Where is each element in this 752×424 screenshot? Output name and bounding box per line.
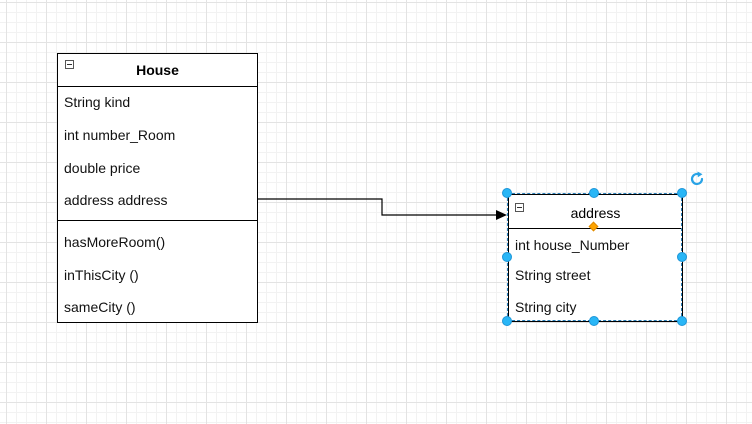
address-class-title: address xyxy=(570,205,621,221)
connector-arrowhead xyxy=(496,210,507,220)
resize-handle-bottom-left[interactable] xyxy=(502,316,512,326)
house-class[interactable]: House String kind int number_Room double… xyxy=(57,53,258,323)
connector-line[interactable] xyxy=(258,198,498,216)
house-attribute-kind[interactable]: String kind xyxy=(64,94,131,110)
collapse-icon[interactable] xyxy=(515,203,524,212)
resize-handle-top-left[interactable] xyxy=(502,188,512,198)
house-attribute-number-room[interactable]: int number_Room xyxy=(64,127,176,143)
house-attribute-address[interactable]: address address xyxy=(64,192,168,208)
address-attribute-city[interactable]: String city xyxy=(515,299,577,315)
house-method-in-this-city[interactable]: inThisCity () xyxy=(64,267,139,283)
house-class-header[interactable]: House xyxy=(58,54,257,87)
resize-handle-bottom-right[interactable] xyxy=(677,316,687,326)
resize-handle-top[interactable] xyxy=(589,188,599,198)
address-class[interactable]: address int house_Number String street S… xyxy=(508,194,683,322)
address-attribute-house-number[interactable]: int house_Number xyxy=(515,237,630,253)
resize-handle-bottom[interactable] xyxy=(589,316,599,326)
collapse-icon[interactable] xyxy=(65,60,74,69)
rotate-icon[interactable] xyxy=(689,171,705,187)
address-attribute-street[interactable]: String street xyxy=(515,267,591,283)
resize-handle-left[interactable] xyxy=(502,252,512,262)
house-attribute-price[interactable]: double price xyxy=(64,160,141,176)
house-method-same-city[interactable]: sameCity () xyxy=(64,299,136,315)
house-class-divider xyxy=(58,220,257,221)
house-method-has-more-room[interactable]: hasMoreRoom() xyxy=(64,234,166,250)
house-class-title: House xyxy=(136,62,179,78)
resize-handle-top-right[interactable] xyxy=(677,188,687,198)
resize-handle-right[interactable] xyxy=(677,252,687,262)
